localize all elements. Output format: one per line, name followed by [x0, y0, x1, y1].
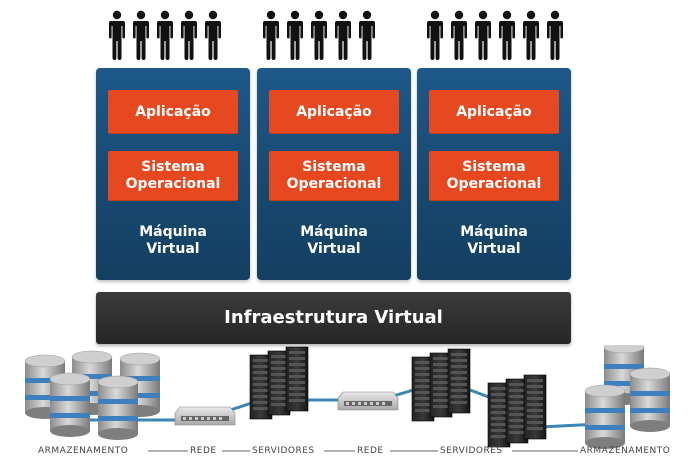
database-icon — [49, 372, 91, 438]
virtual-machine-3: Aplicação Sistema Operacional Máquina Vi… — [417, 68, 571, 280]
caption-storage-left: ARMAZENAMENTO — [38, 446, 129, 456]
operating-system-label: Sistema Operacional — [286, 159, 382, 192]
person-icon — [334, 10, 352, 60]
operating-system-box: Sistema Operacional — [108, 151, 238, 201]
caption-network-left: REDE — [190, 446, 217, 456]
virtual-machine-label-text: Máquina Virtual — [139, 224, 207, 257]
caption-network-right: REDE — [357, 446, 384, 456]
operating-system-box: Sistema Operacional — [269, 151, 399, 201]
operating-system-box: Sistema Operacional — [429, 151, 559, 201]
person-icon — [310, 10, 328, 60]
virtual-machine-label: Máquina Virtual — [257, 224, 411, 258]
person-icon — [204, 10, 222, 60]
application-box: Aplicação — [429, 90, 559, 134]
person-icon — [108, 10, 126, 60]
application-box: Aplicação — [269, 90, 399, 134]
database-icon — [629, 367, 671, 433]
person-icon — [426, 10, 444, 60]
server-rack-icon — [285, 346, 309, 412]
caption-servers-left: SERVIDORES — [252, 446, 315, 456]
server-rack-icon — [523, 374, 547, 440]
person-icon — [450, 10, 468, 60]
network-switch-icon — [174, 406, 236, 426]
person-icon — [156, 10, 174, 60]
virtual-machine-label-text: Máquina Virtual — [460, 224, 528, 257]
person-icon — [286, 10, 304, 60]
caption-storage-right: ARMAZENAMENTO — [580, 446, 671, 456]
person-icon — [546, 10, 564, 60]
virtual-machine-2: Aplicação Sistema Operacional Máquina Vi… — [257, 68, 411, 280]
database-icon — [97, 375, 139, 441]
users-group-1 — [108, 10, 222, 62]
person-icon — [498, 10, 516, 60]
person-icon — [180, 10, 198, 60]
virtual-machine-label: Máquina Virtual — [96, 224, 250, 258]
hardware-layer — [24, 345, 671, 452]
users-group-2 — [262, 10, 376, 62]
virtual-infrastructure-bar: Infraestrutura Virtual — [96, 292, 571, 344]
operating-system-label: Sistema Operacional — [125, 159, 221, 192]
virtual-machine-label-text: Máquina Virtual — [300, 224, 368, 257]
virtual-machine-1: Aplicação Sistema Operacional Máquina Vi… — [96, 68, 250, 280]
users-group-3 — [426, 10, 564, 62]
operating-system-label: Sistema Operacional — [446, 159, 542, 192]
person-icon — [132, 10, 150, 60]
server-rack-icon — [447, 348, 471, 414]
person-icon — [358, 10, 376, 60]
network-switch-icon — [337, 391, 399, 411]
database-icon — [584, 384, 626, 450]
person-icon — [474, 10, 492, 60]
virtual-machine-label: Máquina Virtual — [417, 224, 571, 258]
application-box: Aplicação — [108, 90, 238, 134]
caption-servers-right: SERVIDORES — [440, 446, 503, 456]
person-icon — [262, 10, 280, 60]
person-icon — [522, 10, 540, 60]
